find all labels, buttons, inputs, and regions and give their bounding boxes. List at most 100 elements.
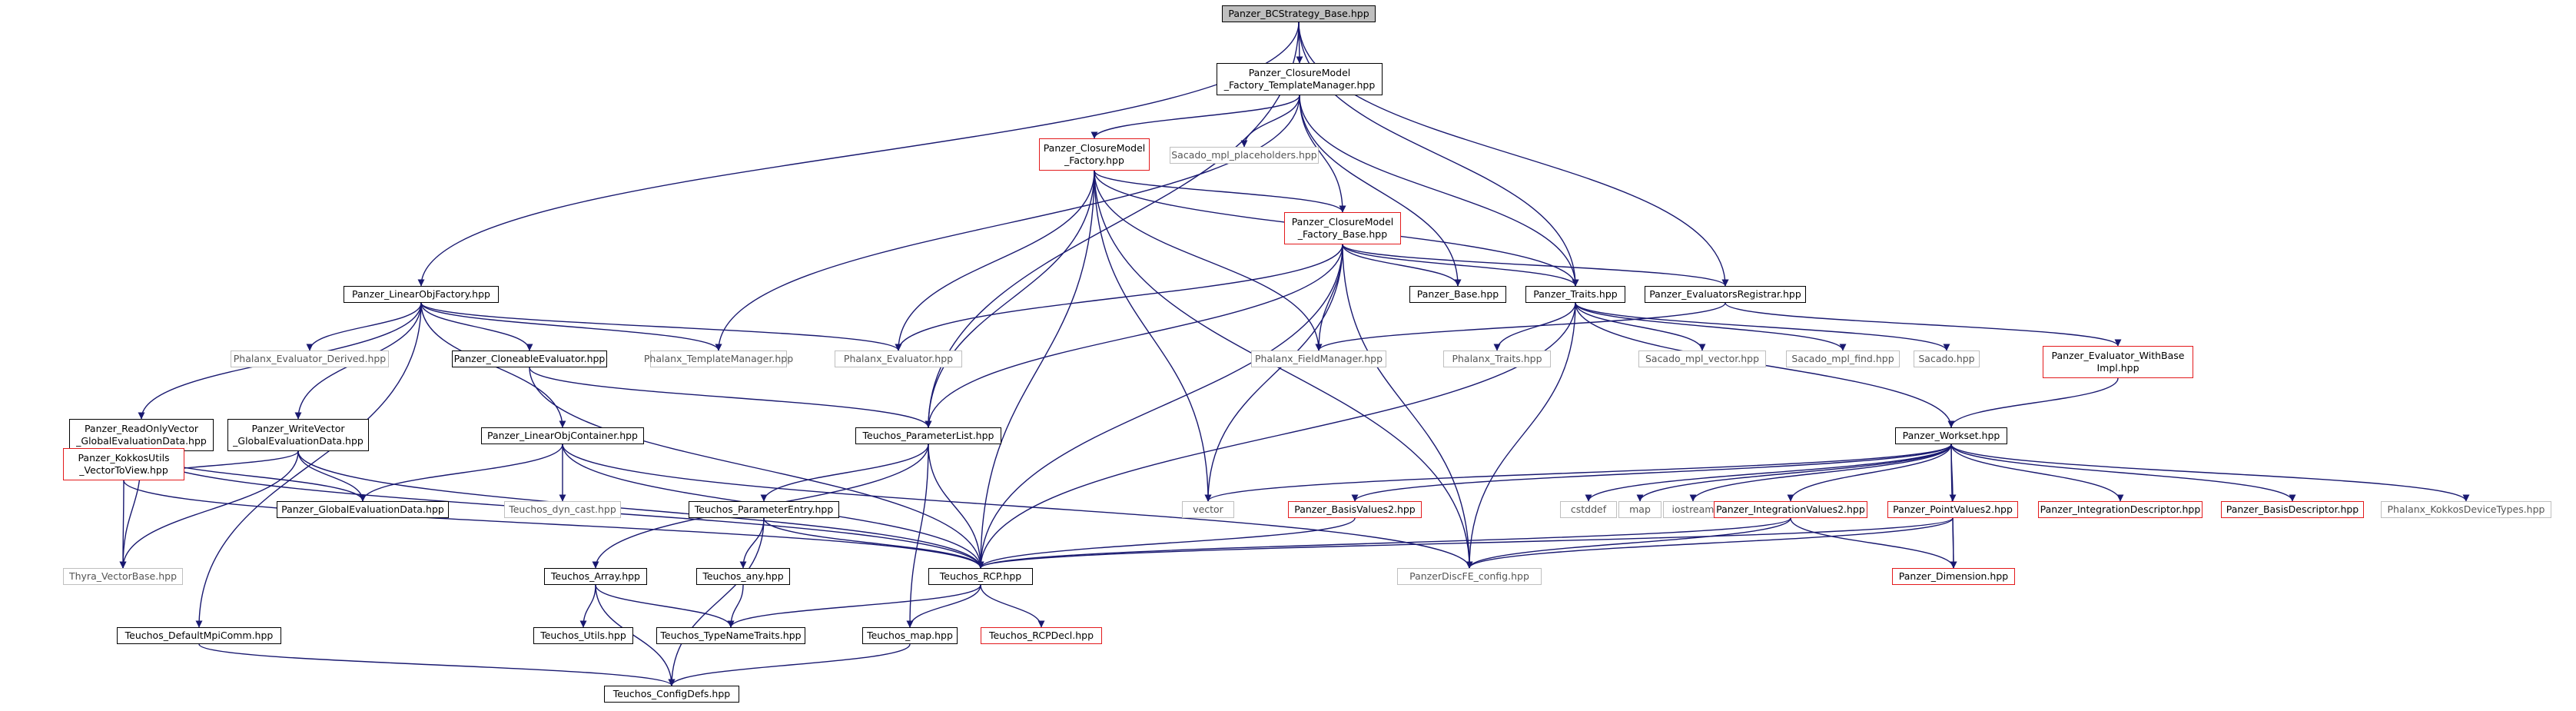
node-cloneable-evaluator[interactable]: Panzer_CloneableEvaluator.hpp [452,351,607,367]
edge-cm_factory_base-to-param_list [925,244,1343,428]
edge-default_mpi_comm-to-config_defs [198,643,676,686]
include-edges [119,22,2470,686]
edge-cloneable_eval-to-param_list [529,367,932,428]
edge-linobjfactory-to-cloneable_eval [420,302,533,351]
node-phalanx-field-manager: Phalanx_FieldManager.hpp [1251,351,1386,367]
edge-cm_factory_base-to-panzer_base [1342,244,1462,287]
node-panzer-global-evaluation-data[interactable]: Panzer_GlobalEvaluationData.hpp [277,501,449,518]
edge-param_list-to-teuchos_rcp [928,444,984,569]
node-panzer-integration-values2[interactable]: Panzer_IntegrationValues2.hpp [1714,501,1867,518]
node-phalanx-kokkos-device-types: Phalanx_KokkosDeviceTypes.hpp [2381,501,2551,518]
edge-teuchos_array-to-type_name_traits [595,584,735,628]
node-teuchos-utils[interactable]: Teuchos_Utils.hpp [533,627,633,644]
node-evaluator-with-base-impl[interactable]: Panzer_Evaluator_WithBase Impl.hpp [2043,346,2193,378]
edge-point_values2-to-teuchos_rcp [977,517,1954,569]
node-teuchos-default-mpi-comm[interactable]: Teuchos_DefaultMpiComm.hpp [117,627,281,644]
edge-param_list-to-param_entry [760,444,929,502]
node-teuchos-array[interactable]: Teuchos_Array.hpp [544,568,647,585]
edge-write_vector-to-global_eval_data [297,450,367,502]
node-panzer-point-values2[interactable]: Panzer_PointValues2.hpp [1887,501,2018,518]
edge-kokkosutils-to-thyra_vectorbase [119,480,127,569]
edge-panzer_traits-to-sacado [1575,302,1950,351]
node-phalanx-template-manager: Phalanx_TemplateManager.hpp [644,351,793,367]
node-read-only-vector-global-evaluation-data[interactable]: Panzer_ReadOnlyVector _GlobalEvaluationD… [69,419,214,451]
node-thyra-vector-base: Thyra_VectorBase.hpp [63,568,183,585]
edge-cm_factory-to-discfe_config [1094,170,1473,569]
edge-basisvalues2-to-teuchos_rcp [977,517,1356,569]
node-teuchos-parameter-list[interactable]: Teuchos_ParameterList.hpp [855,427,1001,444]
edge-workset-to-phalanx_kokkos [1950,444,2470,502]
node-phalanx-evaluator: Phalanx_Evaluator.hpp [835,351,962,367]
node-kokkos-utils-vector-to-view[interactable]: Panzer_KokkosUtils _VectorToView.hpp [63,448,184,480]
edge-workset-to-vector [1204,444,1952,502]
node-panzer-disc-fe-config: PanzerDiscFE_config.hpp [1397,568,1542,585]
edge-point_values2-to-discfe_config [1466,517,1954,569]
node-teuchos-map[interactable]: Teuchos_map.hpp [862,627,958,644]
node-sacado-mpl-find: Sacado_mpl_find.hpp [1786,351,1900,367]
edge-workset-to-basisvalues2 [1351,444,1952,502]
edge-param_entry-to-config_defs [668,517,765,686]
edge-teuchos_array-to-config_defs [595,584,676,686]
edge-kokkosutils-to-teuchos_rcp [123,480,984,569]
edge-teuchos_map-to-config_defs [668,643,911,686]
edge-cm_factory-to-teuchos_rcp [977,170,1095,569]
edge-integration_values2-to-teuchos_rcp [977,517,1791,569]
node-panzer-integration-descriptor[interactable]: Panzer_IntegrationDescriptor.hpp [2038,501,2203,518]
node-panzer-base[interactable]: Panzer_Base.hpp [1409,286,1506,303]
edge-cm_factory_base-to-panzer_traits [1342,244,1579,287]
node-panzer-workset[interactable]: Panzer_Workset.hpp [1895,427,2007,444]
node-linear-obj-factory[interactable]: Panzer_LinearObjFactory.hpp [344,286,499,303]
node-map: map [1618,501,1661,518]
edge-cm_factory_base-to-phalanx_evaluator [895,244,1343,351]
edge-param_entry-to-teuchos_rcp [763,517,984,569]
node-panzer-basis-descriptor[interactable]: Panzer_BasisDescriptor.hpp [2221,501,2364,518]
edge-cm_factory_tm-to-sacado_mpl_placeholders [1240,95,1300,148]
node-panzer-basis-values2[interactable]: Panzer_BasisValues2.hpp [1288,501,1422,518]
edge-teuchos_rcp-to-type_name_traits [727,584,981,628]
edge-panzer_traits-to-sacado_mpl_find [1575,302,1847,351]
edge-cm_factory_base-to-vector [1204,244,1343,502]
node-vector: vector [1182,501,1234,518]
edge-cm_factory-to-param_list [925,170,1095,428]
node-teuchos-any[interactable]: Teuchos_any.hpp [696,568,790,585]
edge-point_values2-to-panzer_dimension [1950,517,1957,569]
edge-write_vector-to-thyra_vectorbase [119,450,299,569]
node-phalanx-traits: Phalanx_Traits.hpp [1443,351,1551,367]
edge-linobjfactory-to-phalanx_tm [420,302,722,351]
node-teuchos-rcp[interactable]: Teuchos_RCP.hpp [928,568,1033,585]
node-panzer-dimension[interactable]: Panzer_Dimension.hpp [1892,568,2015,585]
node-evaluators-registrar[interactable]: Panzer_EvaluatorsRegistrar.hpp [1645,286,1806,303]
edge-linobjfactory-to-phalanx_eval_derived [306,302,422,351]
edge-cm_factory-to-phalanx_evaluator [895,170,1095,351]
node-closure-model-factory-template-manager[interactable]: Panzer_ClosureModel _Factory_TemplateMan… [1217,63,1383,95]
node-closure-model-factory[interactable]: Panzer_ClosureModel _Factory.hpp [1039,138,1150,171]
node-teuchos-type-name-traits[interactable]: Teuchos_TypeNameTraits.hpp [656,627,805,644]
edge-integration_values2-to-discfe_config [1466,517,1791,569]
node-teuchos-rcp-decl[interactable]: Teuchos_RCPDecl.hpp [981,627,1102,644]
node-cstddef: cstddef [1560,501,1617,518]
node-phalanx-evaluator-derived: Phalanx_Evaluator_Derived.hpp [231,351,389,367]
edge-cm_factory_tm-to-cm_factory [1090,95,1300,139]
node-linear-obj-container[interactable]: Panzer_LinearObjContainer.hpp [481,427,644,444]
node-panzer-bcstrategy-base: Panzer_BCStrategy_Base.hpp [1222,5,1376,22]
node-panzer-traits[interactable]: Panzer_Traits.hpp [1525,286,1625,303]
edge-integration_values2-to-panzer_dimension [1790,517,1957,569]
node-closure-model-factory-base[interactable]: Panzer_ClosureModel _Factory_Base.hpp [1284,212,1401,244]
node-teuchos-config-defs[interactable]: Teuchos_ConfigDefs.hpp [604,686,739,703]
node-sacado: Sacado.hpp [1914,351,1980,367]
edge-cm_factory-to-phalanx_fieldmanager [1094,170,1323,351]
edge-linobjfactory-to-default_mpi_comm [195,302,422,628]
edge-evaluators_registrar-to-evaluator_withbase [1725,302,2122,347]
edge-linobjcontainer-to-global_eval_data [359,444,563,502]
edge-evaluators_registrar-to-phalanx_fieldmanager [1315,302,1726,351]
edge-cm_factory_tm-to-phalanx_tm [715,95,1300,351]
edge-workset-to-cstddef [1585,444,1952,502]
node-write-vector-global-evaluation-data[interactable]: Panzer_WriteVector _GlobalEvaluationData… [227,419,369,451]
edge-cm_factory_base-to-teuchos_rcp [977,244,1343,569]
edge-linobjfactory-to-phalanx_evaluator [420,302,902,351]
node-teuchos-parameter-entry[interactable]: Teuchos_ParameterEntry.hpp [689,501,839,518]
edge-param_list-to-teuchos_map [906,444,929,628]
edge-panzer_traits-to-phalanx_traits [1493,302,1576,351]
